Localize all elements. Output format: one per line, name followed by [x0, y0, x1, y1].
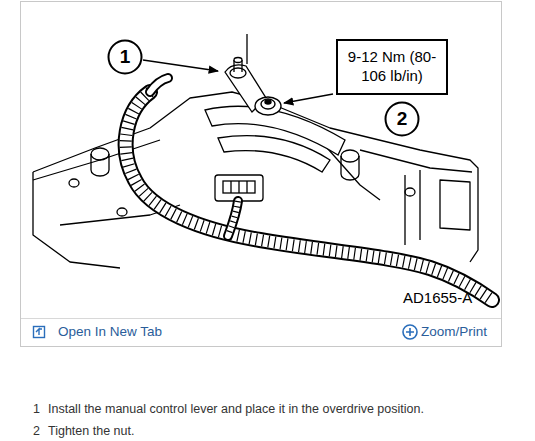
callout-circle	[386, 103, 419, 136]
open-tab-icon	[34, 327, 45, 338]
callout-number: 2	[384, 101, 420, 137]
node-text: 2	[397, 107, 408, 131]
node-text: 1	[120, 45, 131, 69]
toolbar-link: Zoom/Print	[421, 324, 487, 339]
figure-id: AD1655-A	[403, 289, 472, 306]
callout-circle	[109, 41, 142, 74]
step-text: Install the manual control lever and pla…	[48, 402, 424, 416]
leader-line	[284, 94, 333, 103]
step-number: 1	[33, 402, 40, 416]
node-text: 9-12 Nm (80-106 lb/in)	[342, 48, 442, 86]
zoom-icon	[403, 325, 417, 339]
torque-spec-box: 9-12 Nm (80-106 lb/in)	[336, 39, 448, 95]
toolbar-link: Open In New Tab	[58, 324, 162, 339]
step-number: 2	[33, 424, 40, 438]
callout-number: 1	[107, 39, 143, 75]
toolbar-divider	[21, 318, 501, 319]
step-text: Tighten the nut.	[48, 424, 134, 438]
nut	[255, 97, 281, 115]
leader-line	[143, 60, 218, 71]
wiring-harness	[126, 78, 492, 300]
manual-control-lever	[205, 34, 345, 172]
figure-frame	[21, 2, 502, 347]
